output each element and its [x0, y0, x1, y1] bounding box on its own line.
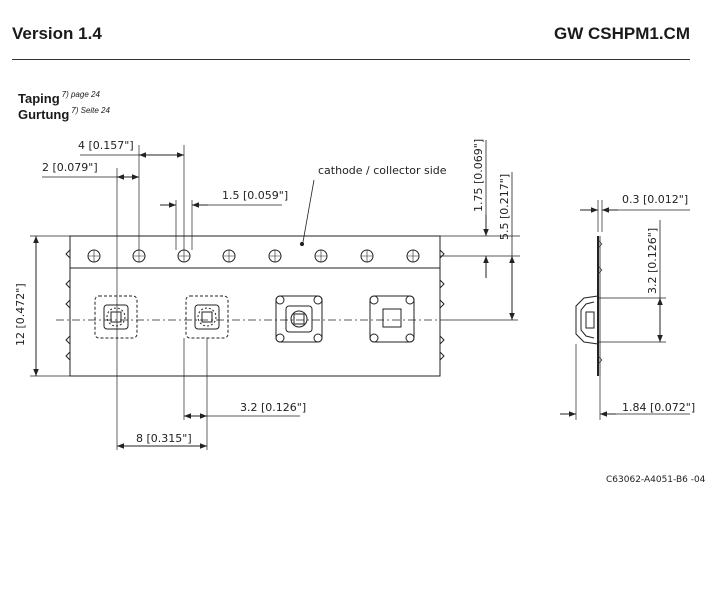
dim-label-8: 8 [0.315"]	[136, 432, 192, 445]
pocket-2	[185, 295, 229, 339]
gurtung-footnote-ref: 7) Seite 24	[71, 106, 110, 115]
tape-outline	[69, 235, 441, 377]
taping-label: Taping	[18, 91, 60, 106]
cathode-leader	[302, 179, 315, 243]
dim-label-2: 2 [0.079"]	[42, 161, 98, 174]
dim-label-4: 4 [0.157"]	[78, 139, 134, 152]
pocket-3	[275, 295, 323, 343]
dim-label-1-5: 1.5 [0.059"]	[222, 189, 288, 202]
header-rule	[12, 59, 690, 60]
sprocket-holes	[87, 249, 420, 263]
dim-label-0-3: 0.3 [0.012"]	[622, 193, 688, 206]
document-version: Version 1.4	[12, 24, 102, 43]
break-mark-right	[439, 249, 445, 361]
side-view	[575, 236, 603, 376]
pocket-1	[94, 295, 138, 339]
pocket-4	[369, 295, 415, 343]
dim-label-3-2-front: 3.2 [0.126"]	[240, 401, 306, 414]
dim-label-1-84: 1.84 [0.072"]	[622, 401, 695, 414]
gurtung-label: Gurtung	[18, 107, 70, 122]
break-mark-left	[65, 249, 71, 361]
dim-label-3-2-side: 3.2 [0.126"]	[646, 228, 659, 294]
drawing-reference: C63062-A4051-B6 -04	[606, 475, 706, 485]
dim-label-12: 12 [0.472"]	[14, 283, 27, 346]
part-number: GW CSHPM1.CM	[554, 24, 690, 43]
cathode-label: cathode / collector side	[318, 164, 447, 177]
dim-label-5-5: 5.5 [0.217"]	[498, 174, 511, 240]
dim-label-1-75: 1.75 [0.069"]	[472, 139, 485, 212]
taping-footnote-ref: 7) page 24	[61, 90, 100, 99]
